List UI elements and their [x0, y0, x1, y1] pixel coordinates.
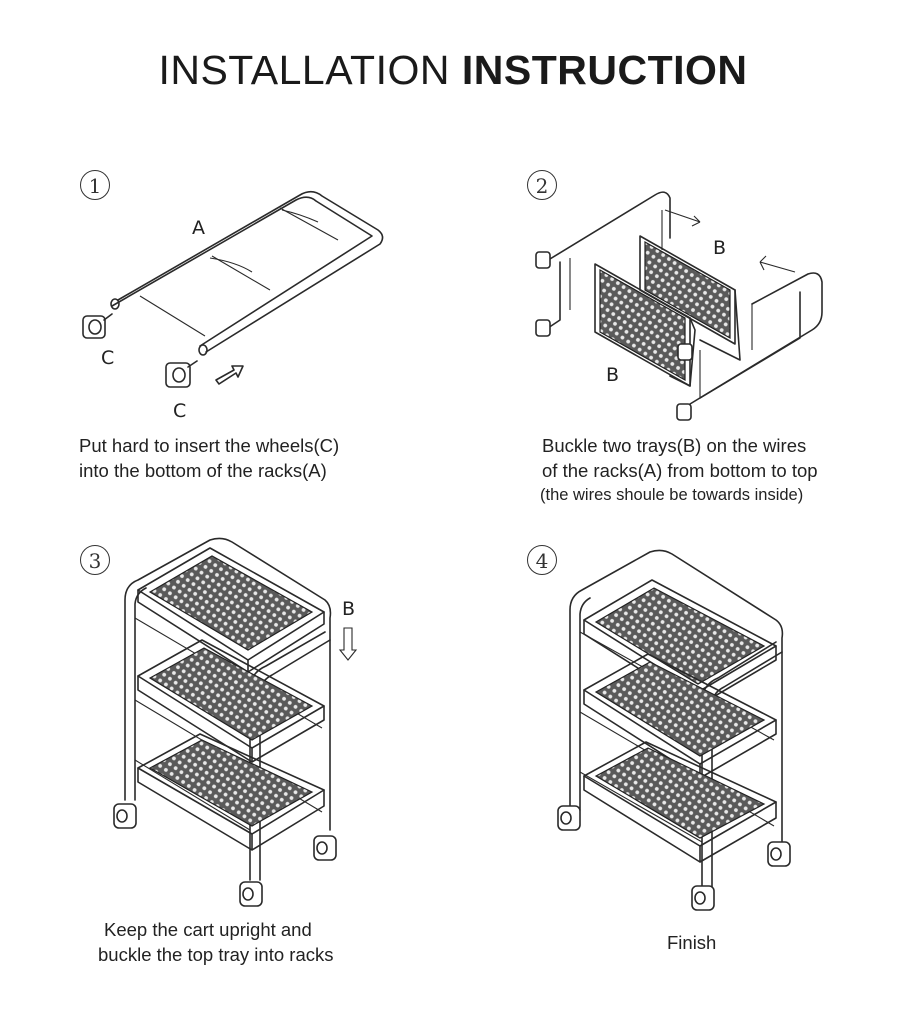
wheel-c-1 [82, 313, 113, 339]
page-title: INSTALLATION INSTRUCTION [0, 44, 906, 96]
step-2-caption: Buckle two trays(B) on the wires of the … [540, 433, 818, 508]
label-c-top: C [101, 347, 115, 369]
caption-line: of the racks(A) from bottom to top [542, 460, 818, 481]
step-2-number: 2 [527, 170, 557, 200]
label-c-bottom: C [173, 400, 187, 422]
direction-arrow-up [759, 255, 796, 273]
tray-b-front [594, 263, 696, 387]
tray-top [137, 547, 325, 673]
cart-wheels [113, 803, 337, 907]
rack-right [676, 272, 823, 421]
step-1-number: 1 [80, 170, 110, 200]
label-b-front: B [606, 364, 620, 386]
caption-line: Put hard to insert the wheels(C) [79, 435, 340, 456]
tray-middle [583, 653, 777, 779]
caption-line: Finish [667, 932, 717, 953]
label-b: B [342, 598, 356, 620]
step-1-caption: Put hard to insert the wheels(C) into th… [79, 433, 339, 483]
title-bold: INSTRUCTION [461, 47, 748, 93]
caption-note: (the wires shoule be towards inside) [540, 486, 804, 504]
label-a: A [192, 217, 205, 239]
cart-wheels [557, 805, 791, 911]
tray-b-back [639, 235, 741, 361]
step-4-caption: Finish [667, 930, 716, 955]
caption-line: into the bottom of the racks(A) [79, 460, 327, 481]
caption-line: Buckle two trays(B) on the wires [542, 435, 807, 456]
caption-line: Keep the cart upright and [104, 919, 312, 940]
title-light: INSTALLATION [158, 47, 450, 93]
tray-bottom [583, 741, 777, 863]
caption-line: buckle the top tray into racks [98, 944, 334, 965]
wheel-c-2 [165, 360, 198, 388]
label-b-back: B [713, 237, 727, 259]
down-arrow [338, 627, 358, 661]
tray-middle [137, 639, 325, 763]
step-3-caption: Keep the cart upright and buckle the top… [98, 917, 333, 967]
tray-bottom [137, 733, 325, 851]
insert-arrow [215, 365, 244, 385]
step-4-number: 4 [527, 545, 557, 575]
step-3-number: 3 [80, 545, 110, 575]
rack-left [535, 191, 671, 337]
rack-frame-a [110, 190, 384, 356]
direction-arrow-right [664, 209, 701, 227]
